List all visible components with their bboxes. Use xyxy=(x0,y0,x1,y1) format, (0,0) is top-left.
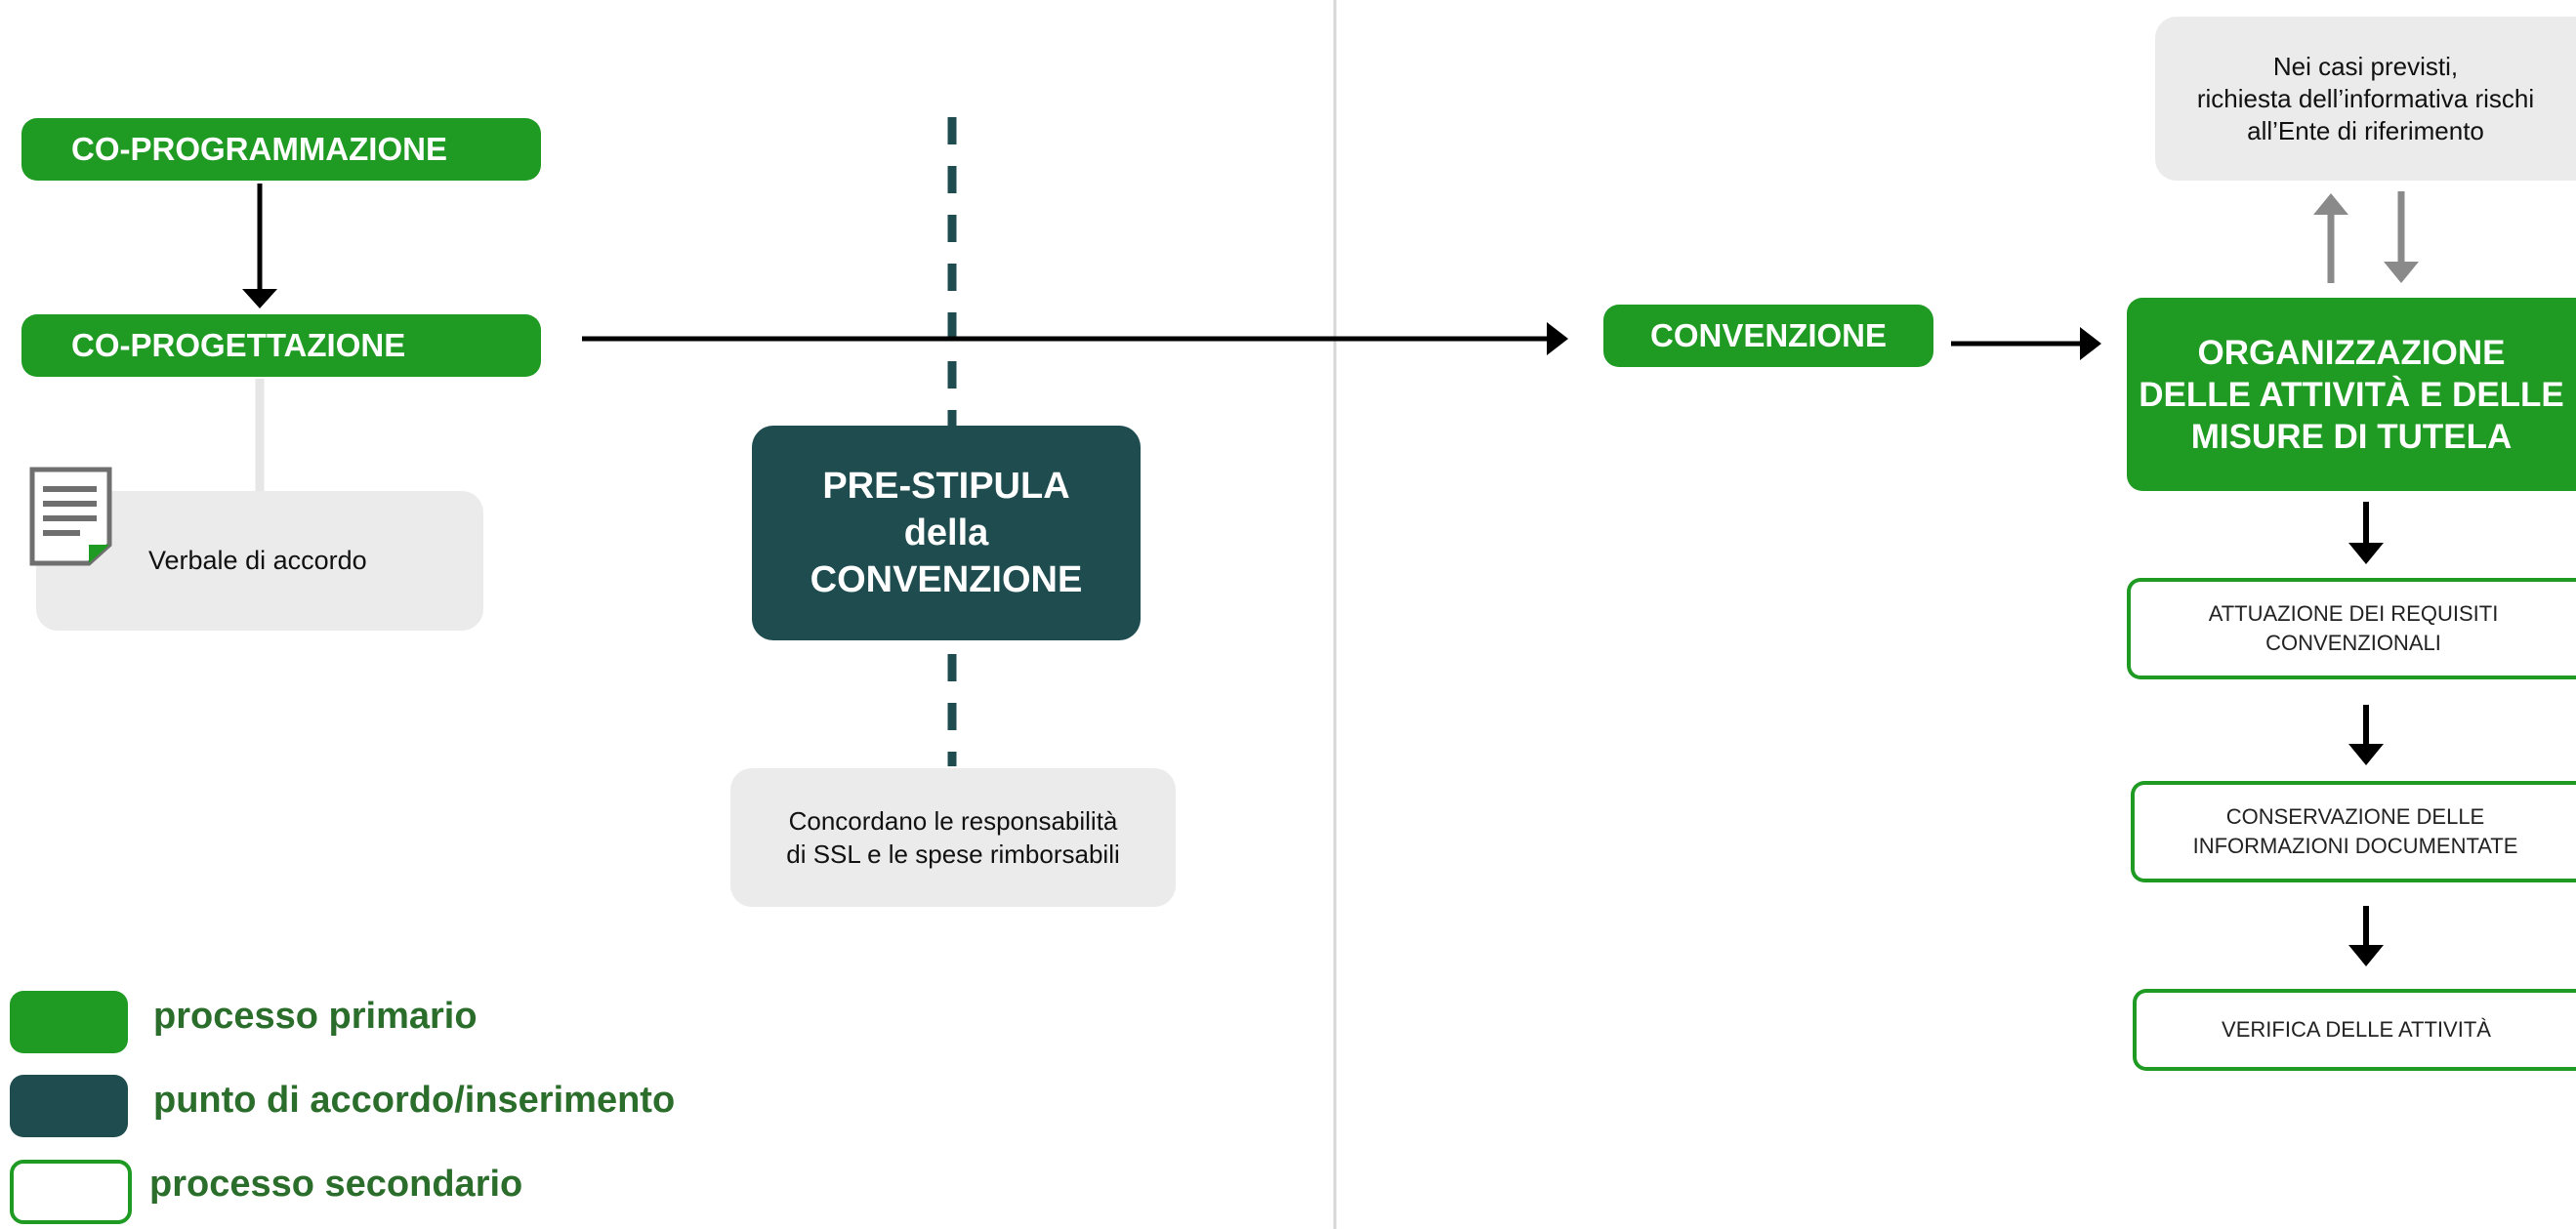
node-organizzazione-line3: MISURE DI TUTELA xyxy=(2190,417,2513,456)
grey-arrow-up-head xyxy=(2313,193,2348,215)
node-concordano-line1: Concordano le responsabilità xyxy=(788,806,1118,836)
node-prestipula-line3: CONVENZIONE xyxy=(810,559,1083,600)
node-attuazione-line1: ATTUAZIONE DEI REQUISITI xyxy=(2208,601,2499,626)
arrow-conservazione-verifica-head xyxy=(2348,945,2384,966)
node-coprogrammazione-label: CO-PROGRAMMAZIONE xyxy=(71,131,447,167)
legend-swatch-agreement xyxy=(10,1075,128,1137)
node-concordano: Concordano le responsabilità di SSL e le… xyxy=(730,768,1176,907)
node-coprogettazione-label: CO-PROGETTAZIONE xyxy=(71,327,406,363)
node-organizzazione-line1: ORGANIZZAZIONE xyxy=(2197,333,2506,372)
node-informativa-line2: richiesta dell’informativa rischi xyxy=(2196,83,2535,113)
arrow-convenzione-org-head xyxy=(2080,327,2101,360)
legend-swatch-secondary xyxy=(10,1160,132,1224)
node-prestipula-line1: PRE-STIPULA xyxy=(822,466,1070,507)
node-coprogrammazione: CO-PROGRAMMAZIONE xyxy=(21,118,541,181)
grey-arrow-down-head xyxy=(2384,262,2419,283)
arrow-to-convenzione-head xyxy=(1547,322,1568,355)
document-icon xyxy=(29,467,112,566)
legend-swatch-primary xyxy=(10,991,128,1053)
legend-label-secondary: processo secondario xyxy=(149,1164,523,1205)
node-verifica: VERIFICA DELLE ATTIVITÀ xyxy=(2133,989,2576,1071)
node-organizzazione-line2: DELLE ATTIVITÀ E DELLE xyxy=(2139,375,2564,414)
node-convenzione-label: CONVENZIONE xyxy=(1649,317,1888,353)
node-coprogettazione: CO-PROGETTAZIONE xyxy=(21,314,541,377)
legend: processo primario punto di accordo/inser… xyxy=(10,991,752,1225)
node-conservazione: CONSERVAZIONE DELLE INFORMAZIONI DOCUMEN… xyxy=(2131,781,2576,882)
node-concordano-line2: di SSL e le spese rimborsabili xyxy=(786,840,1120,869)
node-conservazione-line1: CONSERVAZIONE DELLE xyxy=(2225,804,2485,829)
node-informativa-line3: all’Ente di riferimento xyxy=(2247,115,2484,145)
node-verbale-label: Verbale di accordo xyxy=(148,546,367,575)
node-attuazione: ATTUAZIONE DEI REQUISITI CONVENZIONALI xyxy=(2127,578,2576,679)
legend-label-primary: processo primario xyxy=(153,996,478,1037)
arrow-org-attuazione-head xyxy=(2348,543,2384,564)
node-prestipula-line2: della xyxy=(903,512,989,553)
legend-label-agreement: punto di accordo/inserimento xyxy=(153,1080,676,1121)
node-verifica-label: VERIFICA DELLE ATTIVITÀ xyxy=(2222,1017,2491,1042)
node-informativa: Nei casi previsti, richiesta dell’inform… xyxy=(2155,17,2576,181)
node-organizzazione: ORGANIZZAZIONE DELLE ATTIVITÀ E DELLE MI… xyxy=(2127,298,2576,491)
node-conservazione-line2: INFORMAZIONI DOCUMENTATE xyxy=(2192,834,2518,858)
node-prestipula: PRE-STIPULA della CONVENZIONE xyxy=(752,426,1141,640)
node-convenzione: CONVENZIONE xyxy=(1603,305,1933,367)
node-informativa-line1: Nei casi previsti, xyxy=(2272,51,2459,81)
arrow-attuazione-conservazione-head xyxy=(2348,744,2384,765)
node-attuazione-line2: CONVENZIONALI xyxy=(2265,631,2441,655)
arrow-coprog-down-head xyxy=(242,289,277,308)
